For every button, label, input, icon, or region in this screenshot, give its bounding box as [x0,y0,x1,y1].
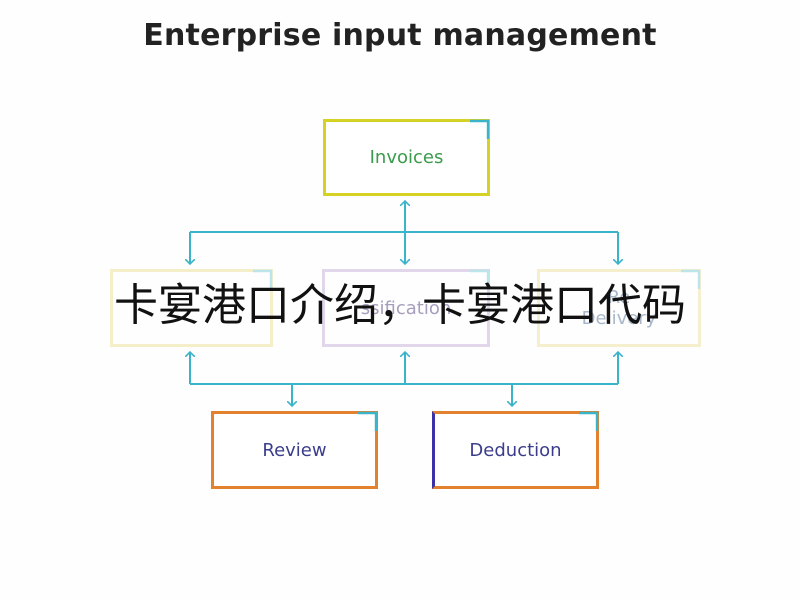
node-left [110,269,273,347]
node-label: Re Delivery [581,287,657,329]
node-label: Deduction [469,439,562,461]
corner-fold-icon [470,119,490,139]
node-invoices: Invoices [323,119,490,196]
corner-fold-icon [358,411,378,431]
node-review: Review [211,411,378,489]
corner-fold-icon [579,411,599,431]
node-label: Invoices [369,147,444,168]
corner-fold-icon [470,269,490,289]
node-deduction: Deduction [432,411,599,489]
corner-fold-icon [681,269,701,289]
overlay-caption: 卡宴港口介绍，卡宴港口代码 [114,280,686,331]
node-center: ssification [322,269,490,347]
node-label: ssification [360,297,452,319]
corner-fold-icon [253,269,273,289]
diagram-title: Enterprise input management [143,18,657,53]
node-right: Re Delivery [537,269,701,347]
node-label: Review [262,439,327,461]
